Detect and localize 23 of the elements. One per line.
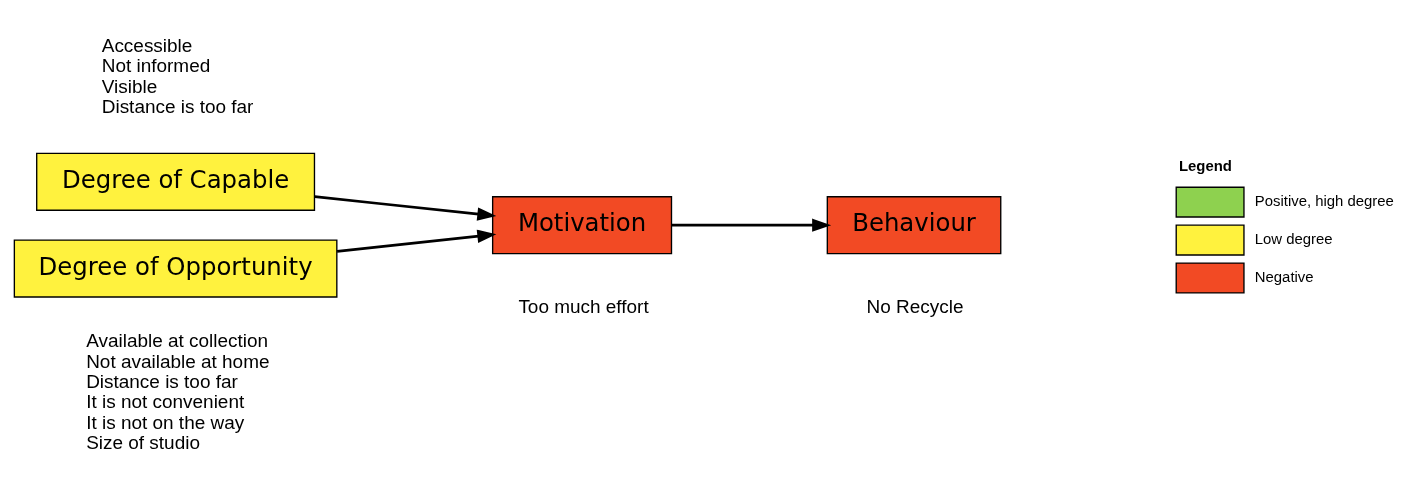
- node-label: Visible: [101, 75, 158, 97]
- arrow: [336, 229, 497, 253]
- node-box: Behaviour: [826, 195, 1002, 254]
- arrow: [314, 194, 497, 221]
- node-label: No Recycle: [866, 295, 964, 317]
- node-label: Accessible: [101, 34, 193, 56]
- node-box: Degree of Capable: [36, 152, 316, 211]
- node-label: It is not convenient: [86, 390, 245, 412]
- label: Legend: [1178, 157, 1232, 174]
- node-label: Not available at home: [86, 350, 270, 372]
- node-label: Size of studio: [86, 431, 200, 453]
- node-label: Distance is too far: [101, 95, 254, 117]
- node-label: Not informed: [101, 54, 211, 76]
- node-label: Available at collection: [86, 329, 269, 351]
- node-box: Motivation: [491, 195, 673, 254]
- node-label: It is not on the way: [86, 411, 245, 433]
- legend-label: Positive, high degree: [1254, 192, 1394, 209]
- node-label: Distance is too far: [86, 370, 238, 392]
- node-label: Too much effort: [518, 295, 649, 317]
- legend-label: Low degree: [1254, 230, 1333, 247]
- arrow: [671, 218, 832, 232]
- legend-label: Negative: [1254, 268, 1314, 285]
- node-box: Degree of Opportunity: [13, 238, 338, 298]
